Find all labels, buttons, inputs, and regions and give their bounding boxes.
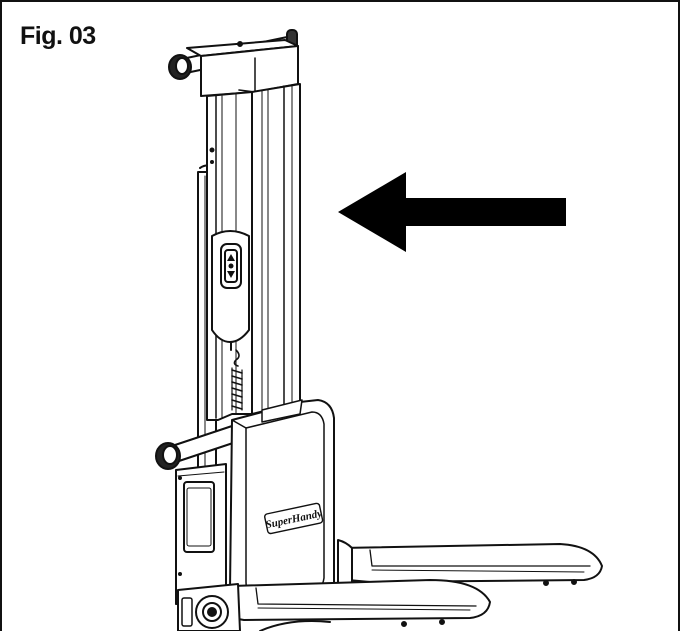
up-down-switch-icon: [224, 249, 238, 283]
base-wheel: [177, 583, 331, 631]
rear-fork: [337, 539, 603, 589]
mast-top-cap: [186, 39, 299, 97]
front-fork: [231, 579, 491, 627]
arrow-left-icon: [338, 172, 566, 252]
hand-controller: [211, 230, 250, 351]
figure-label: Fig. 03: [20, 22, 96, 50]
housing-cover: SuperHandy: [229, 399, 335, 607]
coil-cord-icon: [231, 349, 243, 411]
carriage-frame: [175, 463, 227, 605]
bolts: [178, 147, 215, 576]
brand-logo: SuperHandy: [264, 502, 323, 535]
